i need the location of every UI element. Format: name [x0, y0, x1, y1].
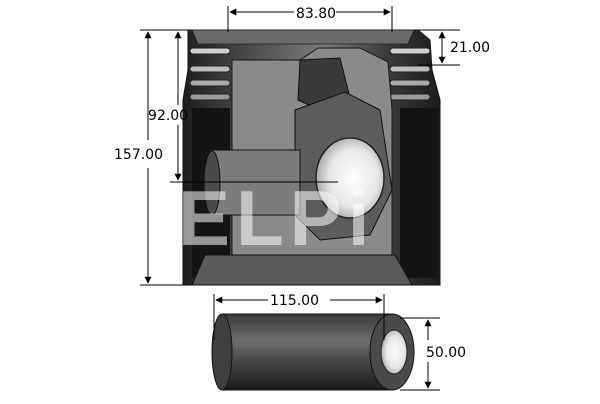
pin-bore-hole [315, 137, 385, 219]
dimension-92-00: 92.00 [148, 29, 338, 183]
pin-bore-left-opening [203, 150, 221, 216]
dimension-157-00: 157.00 [114, 29, 190, 286]
pin-right-hole [380, 329, 408, 375]
piston-pin [211, 313, 415, 391]
piston-crown [191, 29, 415, 45]
dimension-label-ring-top: 21.00 [450, 40, 490, 56]
dimension-label-pin-height: 92.00 [148, 108, 188, 124]
ring-grooves-left [189, 47, 231, 101]
pin-left-end [211, 313, 233, 391]
dimension-21-00: 21.00 [418, 29, 490, 66]
dimension-50-00: 50.00 [400, 317, 466, 391]
ring-grooves-right [389, 47, 431, 101]
piston-skirt-bottom [191, 254, 413, 286]
dimension-label-pin-length: 115.00 [270, 293, 319, 309]
piston: ELPi [178, 29, 441, 286]
skirt-right [400, 108, 438, 278]
dimension-115-00: 115.00 [213, 293, 385, 340]
dimension-label-total-height: 157.00 [114, 147, 163, 163]
pin-body [214, 313, 393, 391]
dimension-83-80: 83.80 [227, 6, 393, 32]
dimension-label-bore: 83.80 [296, 6, 336, 22]
dimension-label-pin-diameter: 50.00 [426, 345, 466, 361]
watermark: ELPi [178, 174, 375, 262]
